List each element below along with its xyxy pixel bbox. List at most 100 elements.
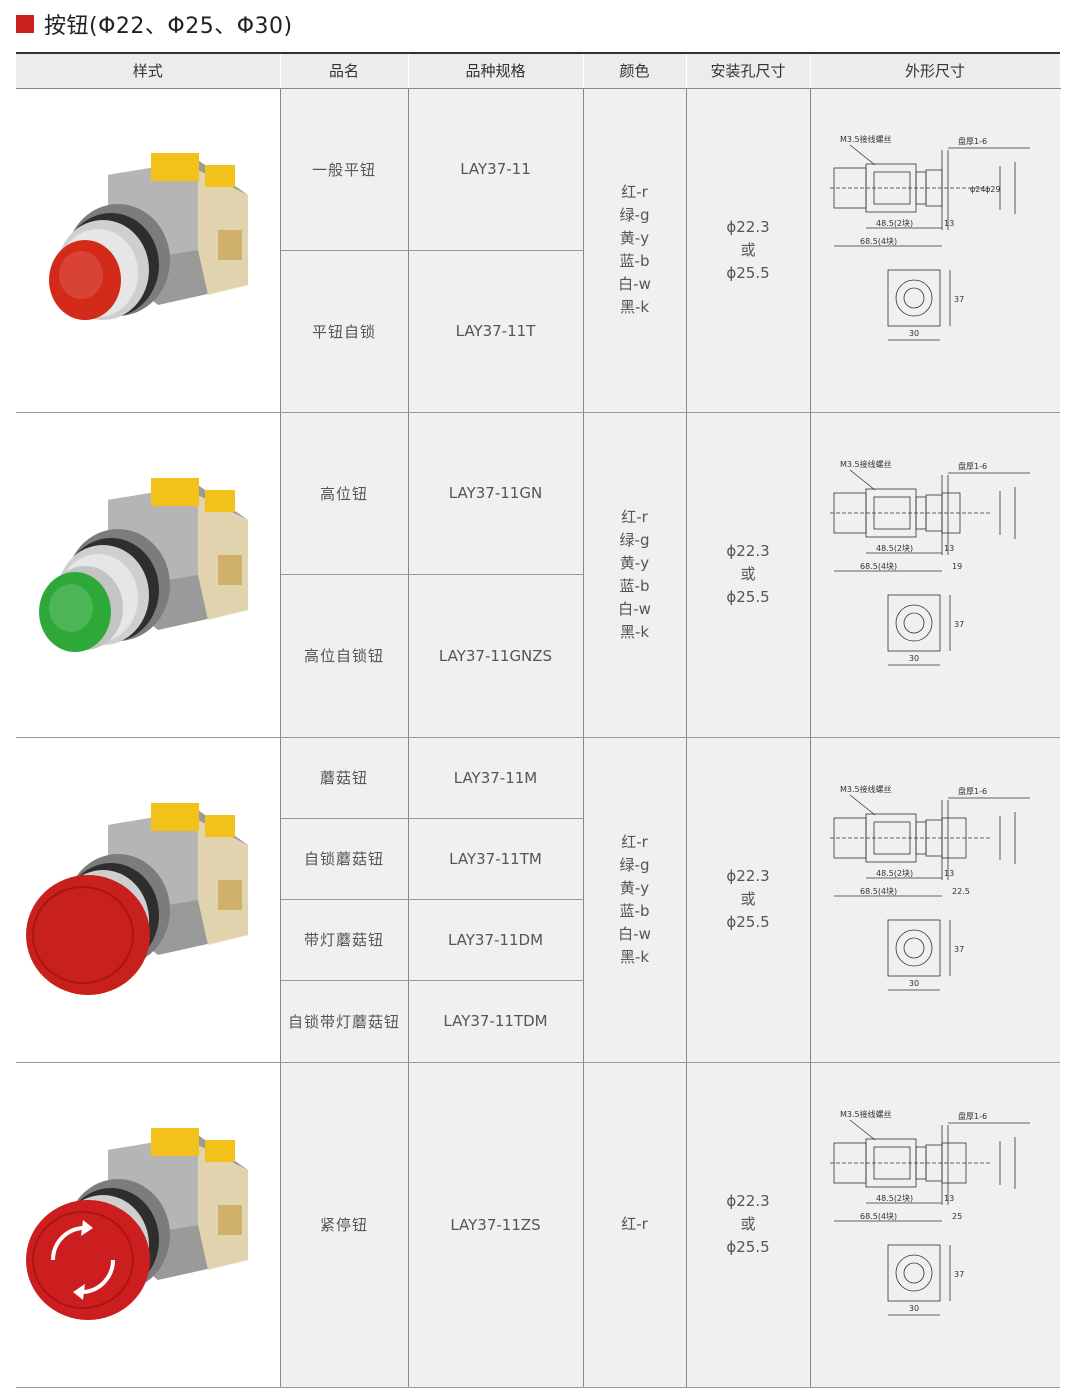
model-spec-cell: LAY37-11ZS (408, 1062, 584, 1388)
color-option: 红-r (621, 832, 648, 851)
table-header-row: 样式 品名 品种规格 颜色 安装孔尺寸 外形尺寸 (16, 54, 1061, 89)
front-height-label: 37 (954, 295, 964, 304)
product-name-cell: 高位钮 (280, 412, 409, 575)
table-top-rule (16, 52, 1060, 54)
button-product-image (25, 1127, 248, 1320)
length-2-block-label: 48.5(2块) (876, 543, 913, 553)
thread-label: M3.5接线螺丝 (840, 459, 892, 469)
product-name-cell: 平钮自锁 (280, 250, 409, 413)
model-spec-cell: LAY37-11DM (408, 899, 584, 981)
dim-13-label: 13 (944, 219, 954, 228)
color-option: 绿-g (619, 855, 650, 874)
cap-height-label: 22.5 (952, 887, 970, 896)
dim-13-label: 13 (944, 869, 954, 878)
product-name-cell: 自锁带灯蘑菇钮 (280, 980, 409, 1063)
front-width-label: 30 (909, 979, 919, 988)
style-cell (16, 1062, 281, 1388)
length-2-block-label: 48.5(2块) (876, 1193, 913, 1203)
plate-thickness-label: 盘厚1-6 (958, 786, 987, 796)
button-product-image (25, 802, 248, 995)
front-width-label: 30 (909, 1304, 919, 1313)
hole-size-line: ϕ25.5 (726, 263, 770, 282)
color-option: 红-r (621, 1215, 648, 1233)
cap-height-label: 19 (952, 562, 962, 571)
color-option: 黄-y (619, 229, 650, 247)
col-header-hole: 安装孔尺寸 (686, 54, 811, 89)
length-2-block-label: 48.5(2块) (876, 218, 913, 228)
style-cell (16, 412, 281, 738)
diameter-29-label: ϕ29 (985, 185, 1000, 194)
length-2-block-label: 48.5(2块) (876, 868, 913, 878)
model-spec-cell: LAY37-11T (408, 250, 584, 413)
button-product-image (48, 153, 248, 320)
hole-size-line: ϕ25.5 (726, 1238, 770, 1256)
thread-label: M3.5接线螺丝 (840, 1109, 892, 1119)
color-options-cell: 红-r (583, 1062, 687, 1388)
color-option: 黑-k (619, 622, 650, 641)
dim-13-label: 13 (944, 1194, 954, 1203)
color-option: 红-r (621, 507, 648, 526)
length-4-block-label: 68.5(4块) (860, 236, 897, 246)
hole-size-line: 或 (740, 565, 756, 583)
color-option: 绿-g (619, 530, 650, 549)
color-option: 蓝-b (619, 901, 650, 920)
product-name-cell: 一般平钮 (280, 88, 409, 251)
dim-13-label: 13 (944, 544, 954, 553)
model-spec-cell: LAY37-11TM (408, 818, 584, 900)
front-width-label: 30 (909, 329, 919, 338)
hole-size-line: 或 (740, 890, 756, 908)
style-cell (16, 737, 281, 1063)
hole-size-line: 或 (740, 1215, 756, 1233)
col-header-dims: 外形尺寸 (810, 54, 1061, 89)
color-option: 蓝-b (619, 252, 650, 270)
dimension-drawing: M3.5接线螺丝盘厚1-648.5(2块)1368.5(4块)253730 (830, 1109, 1031, 1315)
front-width-label: 30 (909, 654, 919, 663)
plate-thickness-label: 盘厚1-6 (958, 1111, 987, 1121)
length-4-block-label: 68.5(4块) (860, 886, 897, 896)
thread-label: M3.5接线螺丝 (840, 784, 892, 794)
col-header-model: 品种规格 (408, 54, 584, 89)
thread-label: M3.5接线螺丝 (840, 134, 892, 144)
length-4-block-label: 68.5(4块) (860, 561, 897, 571)
model-spec-cell: LAY37-11TDM (408, 980, 584, 1063)
style-cell (16, 88, 281, 413)
plate-thickness-label: 盘厚1-6 (958, 461, 987, 471)
front-height-label: 37 (954, 945, 964, 954)
color-option: 黄-y (619, 878, 650, 897)
section-title: 按钮(Φ22、Φ25、Φ30) (44, 14, 293, 39)
hole-size-line: ϕ25.5 (726, 588, 770, 606)
hole-size-line: ϕ22.3 (726, 542, 770, 560)
product-name-cell: 带灯蘑菇钮 (280, 899, 409, 981)
model-spec-cell: LAY37-11M (408, 737, 584, 819)
color-option: 黑-k (619, 947, 650, 966)
diameter-24-label: ϕ24 (970, 185, 985, 194)
red-square-icon (16, 15, 34, 33)
color-option: 蓝-b (619, 576, 650, 595)
color-option: 黑-k (619, 298, 650, 316)
product-name-cell: 紧停钮 (280, 1062, 409, 1388)
product-name-cell: 自锁蘑菇钮 (280, 818, 409, 900)
mounting-hole-cell: ϕ22.3 或 ϕ25.5 (686, 412, 811, 738)
hole-size-line: 或 (740, 240, 756, 259)
hole-size-line: ϕ22.3 (726, 867, 770, 885)
color-option: 红-r (621, 183, 648, 201)
col-header-color: 颜色 (583, 54, 687, 89)
button-product-image (38, 477, 248, 652)
cap-height-label: 25 (952, 1212, 962, 1221)
